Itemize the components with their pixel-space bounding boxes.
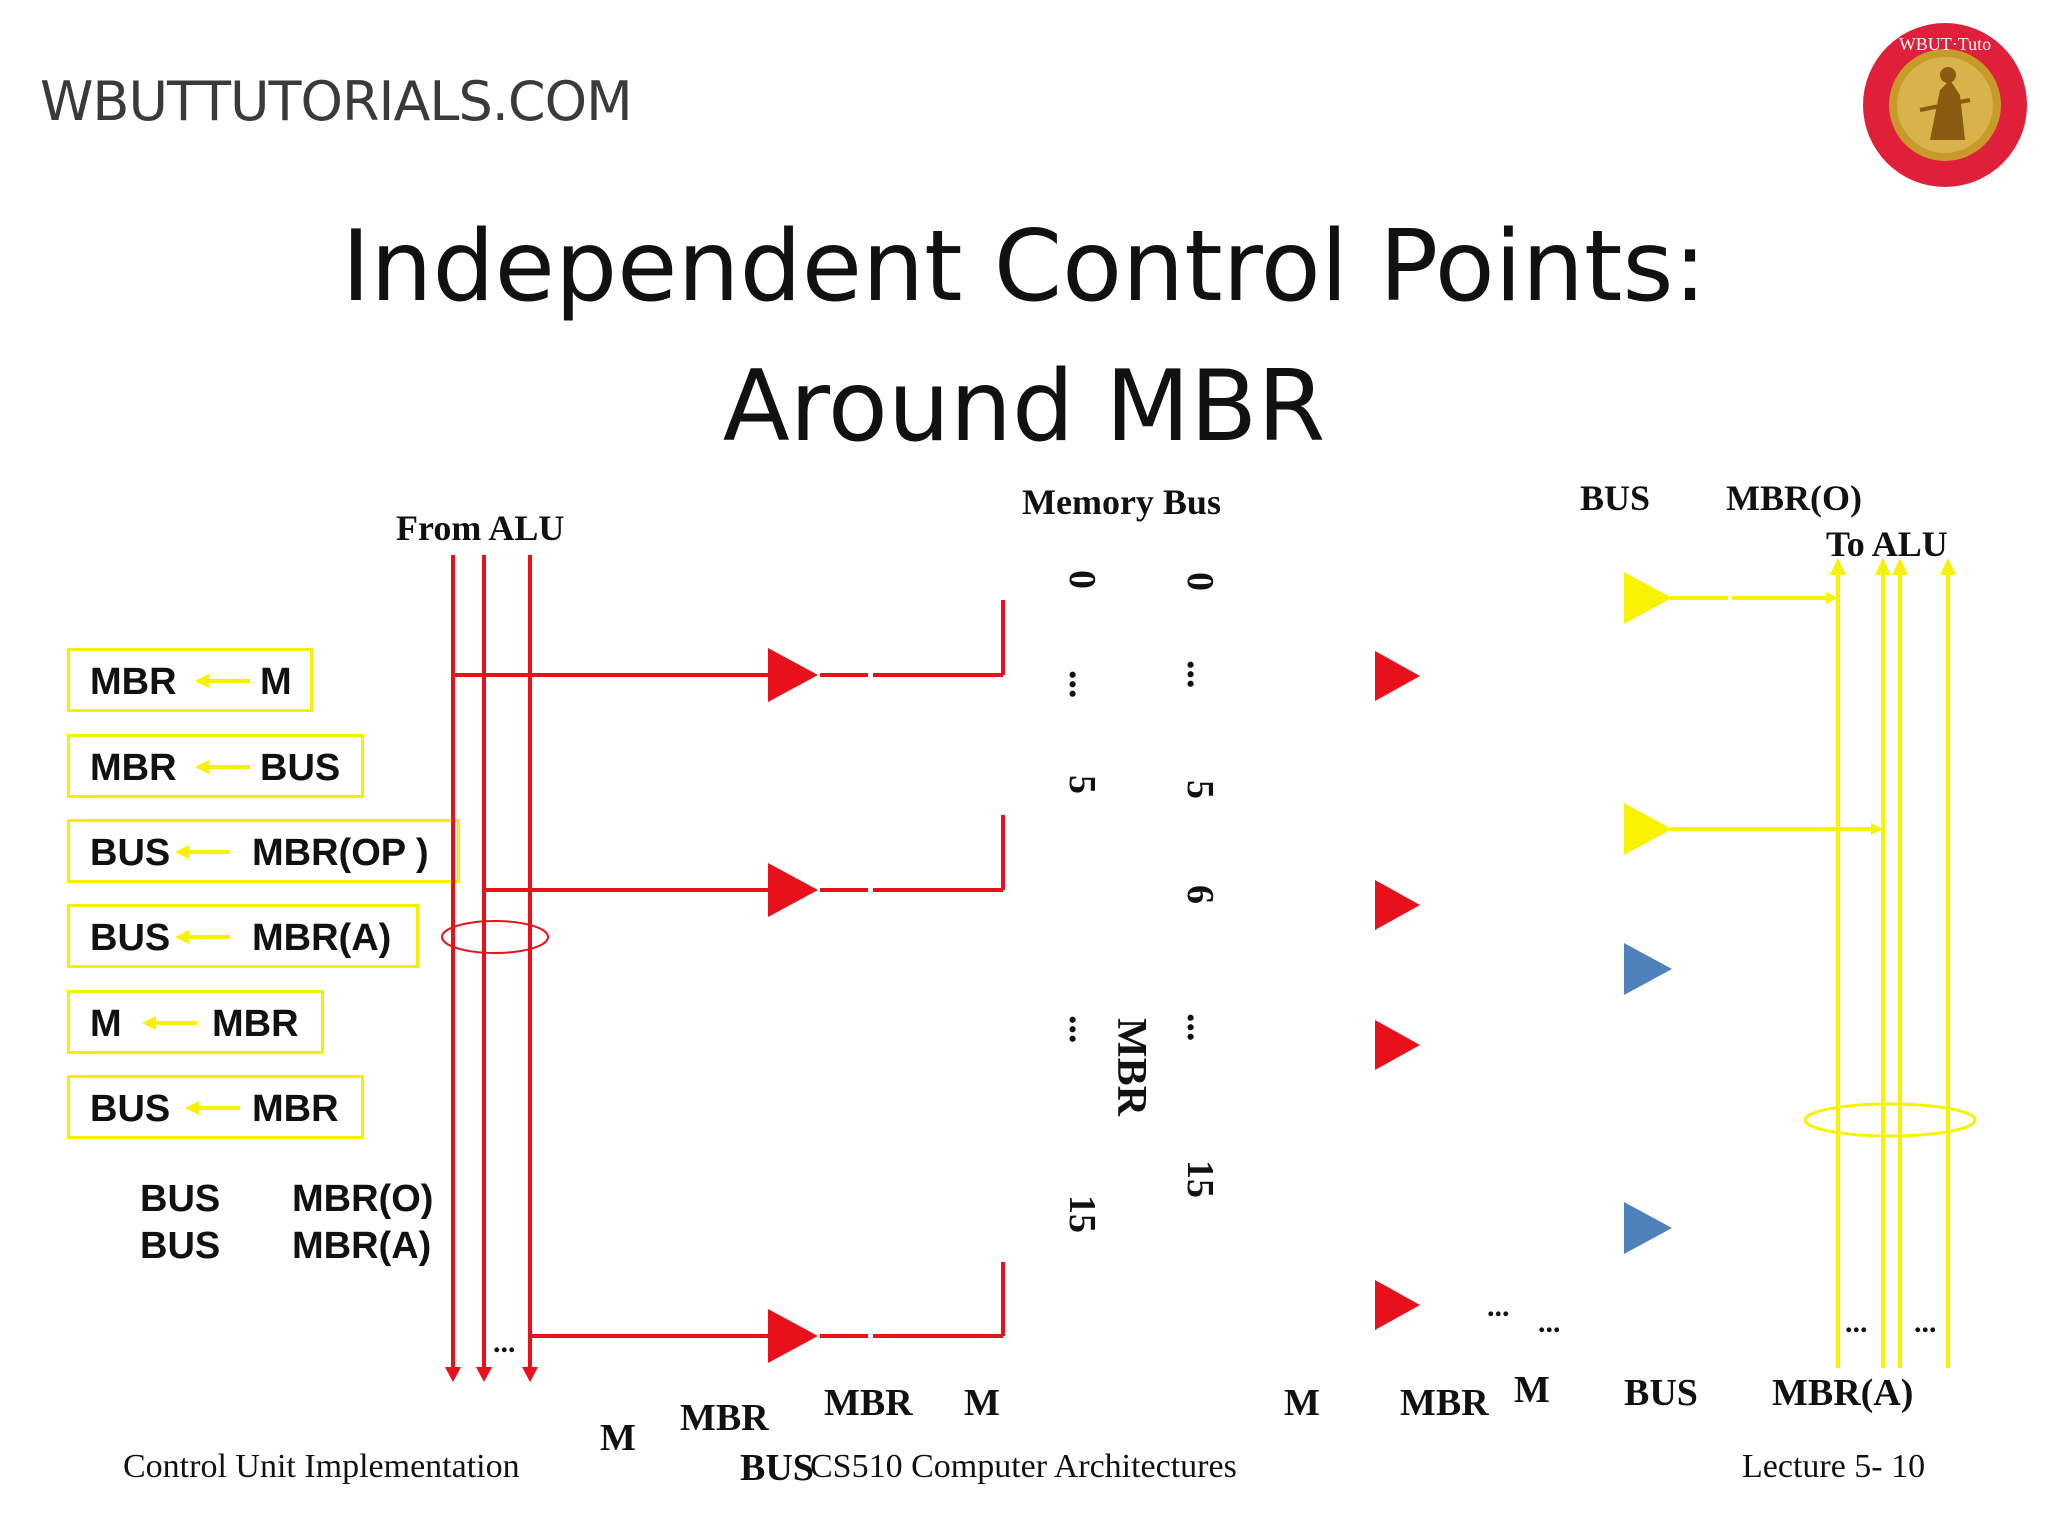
- yellow-alu-lines: [1670, 558, 1956, 1368]
- yellow-selection-ellipse: [1803, 1102, 1977, 1138]
- footer-right: Lecture 5- 10: [1742, 1448, 1926, 1485]
- bit-label: 15: [1061, 1195, 1103, 1233]
- extra-left-1: BUS: [140, 1178, 220, 1220]
- control-box-bus-from-mbr: BUS MBR: [67, 1075, 364, 1139]
- control-box-bus-from-mbr-op: BUS MBR(OP ): [67, 819, 460, 883]
- slide-title-line-1: Independent Control Points:: [341, 210, 1707, 324]
- left-arrow-icon: [195, 674, 250, 688]
- box-left-label: BUS: [90, 917, 171, 959]
- yellow-tristate-triangles: [1624, 572, 1672, 855]
- bottom-labels: M MBR BUS MBR M M MBR M BUS MBR(A): [600, 1369, 1913, 1489]
- control-box-mbr-from-bus: MBR BUS: [67, 734, 364, 798]
- left-arrow-icon: [175, 845, 230, 859]
- footer-center: CS510 Computer Architectures: [810, 1448, 1237, 1485]
- ellipsis-right-2: ...: [1914, 1306, 1937, 1339]
- control-box-mbr-from-m: MBR M: [67, 648, 313, 712]
- mbr-o-top-label: MBR(O): [1726, 478, 1862, 518]
- box-right-label: MBR(A): [252, 917, 392, 959]
- wbut-seal-logo: WBUT·Tuto: [1863, 23, 2027, 187]
- bit-label: 6: [1179, 885, 1221, 904]
- red-tristate-triangles: [768, 648, 1420, 1363]
- box-right-label: MBR: [212, 1003, 299, 1045]
- left-bit-column: 0 ... 5 ... 15: [1061, 570, 1103, 1233]
- box-right-label: M: [260, 661, 292, 703]
- red-triangle: [768, 648, 818, 702]
- extra-left-2: BUS: [140, 1225, 220, 1267]
- red-alu-lines: [445, 555, 1005, 1382]
- mbr-register-label: MBR: [1108, 1018, 1154, 1117]
- left-arrow-icon: [175, 930, 230, 944]
- bottom-label: M: [1284, 1382, 1320, 1424]
- yellow-triangle: [1624, 803, 1672, 855]
- svg-text:WBUT·Tuto: WBUT·Tuto: [1899, 34, 1991, 54]
- bottom-label: MBR: [680, 1397, 769, 1439]
- red-triangle: [1375, 1280, 1420, 1330]
- site-name: WBUTTUTORIALS.COM: [40, 70, 633, 133]
- box-right-label: MBR(OP ): [252, 832, 429, 874]
- box-left-label: BUS: [90, 1088, 171, 1130]
- bit-label: 0: [1061, 570, 1103, 589]
- box-left-label: MBR: [90, 661, 177, 703]
- to-alu-label: To ALU: [1826, 524, 1948, 564]
- bottom-label: M: [1514, 1369, 1550, 1411]
- bottom-label: MBR: [1400, 1382, 1489, 1424]
- ellipsis-mid-2: ...: [1538, 1306, 1561, 1339]
- bit-label: ...: [1061, 670, 1103, 699]
- bit-label: ...: [1179, 660, 1221, 689]
- red-triangle: [1375, 880, 1420, 930]
- red-triangle: [1375, 651, 1420, 701]
- control-box-m-from-mbr: M MBR: [67, 990, 324, 1054]
- box-right-label: BUS: [260, 747, 341, 789]
- red-triangle: [768, 1309, 818, 1363]
- ellipsis-mid-1: ...: [1487, 1290, 1510, 1323]
- left-arrow-icon: [185, 1101, 240, 1115]
- from-alu-label: From ALU: [396, 508, 564, 548]
- bottom-label: BUS: [1624, 1372, 1698, 1414]
- box-left-label: M: [90, 1003, 122, 1045]
- bottom-label: BUS: [740, 1447, 814, 1489]
- bottom-label: M: [964, 1382, 1000, 1424]
- blue-triangle: [1624, 943, 1672, 995]
- extra-right-2: MBR(A): [292, 1225, 431, 1267]
- box-left-label: BUS: [90, 832, 171, 874]
- extra-right-1: MBR(O): [292, 1178, 433, 1220]
- bit-label: 0: [1179, 572, 1221, 591]
- ellipsis-left: ...: [493, 1326, 516, 1359]
- yellow-triangle: [1624, 572, 1672, 624]
- bit-label: 5: [1179, 780, 1221, 799]
- slide-title-line-2: Around MBR: [722, 350, 1326, 464]
- bus-top-label: BUS: [1580, 478, 1650, 518]
- memory-bus-label: Memory Bus: [1022, 482, 1221, 522]
- bit-label: 5: [1061, 775, 1103, 794]
- bit-label: 15: [1179, 1160, 1221, 1198]
- box-left-label: MBR: [90, 747, 177, 789]
- ellipsis-right-1: ...: [1845, 1306, 1868, 1339]
- bottom-label: MBR(A): [1772, 1372, 1913, 1414]
- blue-tristate-triangles: [1624, 943, 1672, 1254]
- bottom-label: M: [600, 1417, 636, 1459]
- blue-triangle: [1624, 1202, 1672, 1254]
- red-selection-ellipse: [441, 920, 549, 954]
- bottom-label: MBR: [824, 1382, 913, 1424]
- footer-left: Control Unit Implementation: [123, 1448, 520, 1485]
- left-arrow-icon: [195, 760, 250, 774]
- right-bit-column: 0 ... 5 6 ... 15: [1179, 572, 1221, 1198]
- bit-label: ...: [1061, 1015, 1103, 1044]
- bit-label: ...: [1179, 1013, 1221, 1042]
- red-triangle: [768, 863, 818, 917]
- box-right-label: MBR: [252, 1088, 339, 1130]
- control-box-bus-from-mbr-a: BUS MBR(A): [67, 904, 419, 968]
- red-triangle: [1375, 1020, 1420, 1070]
- left-arrow-icon: [142, 1016, 197, 1030]
